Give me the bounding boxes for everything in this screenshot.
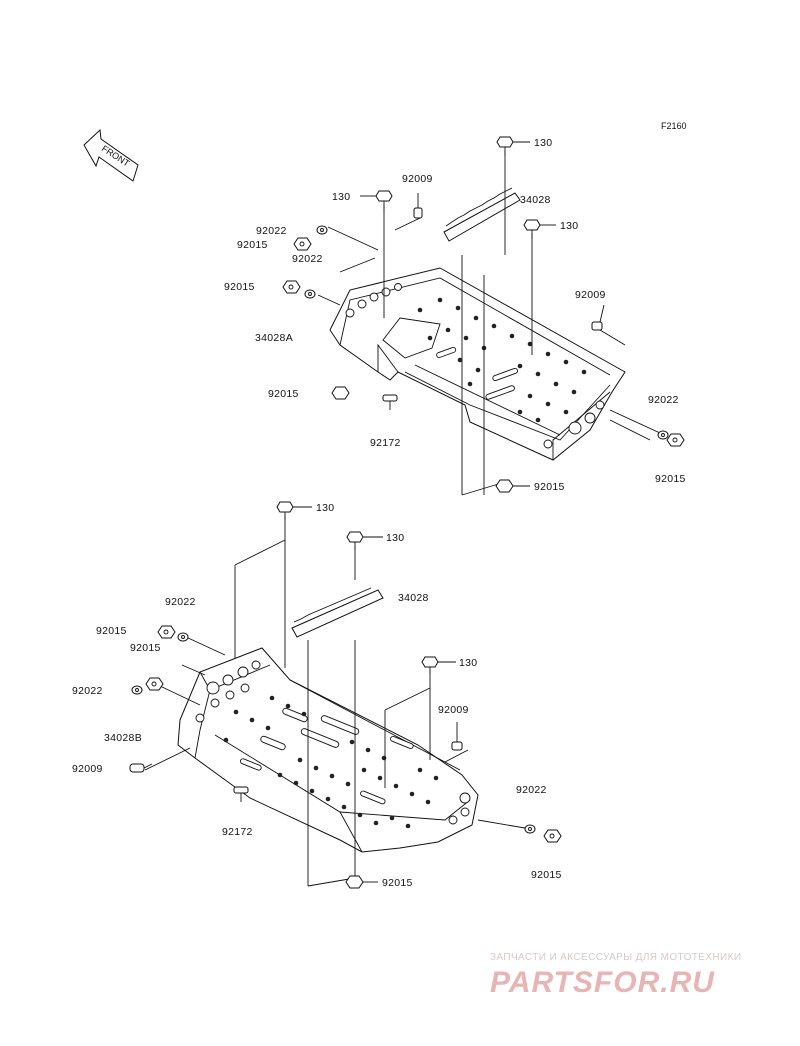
bottom-nut-92015-c-icon xyxy=(543,829,562,843)
bottom-label-plate-34028: 34028 xyxy=(398,592,429,604)
watermark-tagline: ЗАПЧАСТИ И АКСЕССУАРЫ ДЛЯ МОТОТЕХНИКИ xyxy=(490,952,741,963)
top-rivet-92009-b-icon xyxy=(591,304,605,331)
bottom-label-nut-92015-a: 92015 xyxy=(96,625,127,637)
bottom-nut-92015-a-icon xyxy=(157,625,176,639)
bottom-label-bolt-130-a: 130 xyxy=(316,502,334,514)
bottom-label-nut-92015-b: 92015 xyxy=(130,642,161,654)
top-label-washer-92022-a: 92022 xyxy=(256,225,287,237)
top-carrier-rivets xyxy=(417,297,587,423)
bottom-label-washer-92022-c: 92022 xyxy=(516,784,547,796)
top-label-rivet-92009-b: 92009 xyxy=(575,289,606,301)
bottom-assembly: 130 130 130 34028 34028B 92022 92022 920… xyxy=(72,501,562,889)
watermark: ЗАПЧАСТИ И АКСЕССУАРЫ ДЛЯ МОТОТЕХНИКИ PA… xyxy=(490,952,741,999)
watermark-brand: PARTSFOR.RU xyxy=(490,966,715,999)
top-nut-92015-b-icon xyxy=(282,280,301,294)
bottom-bolt-130-a-icon xyxy=(276,501,312,520)
bottom-bolt-130-c-icon xyxy=(421,656,456,674)
bottom-nut-92015-d-icon xyxy=(345,875,378,889)
bottom-plate-34028 xyxy=(291,587,384,638)
top-label-nut-92015-d: 92015 xyxy=(655,473,686,485)
top-carrier-34028A xyxy=(329,267,626,461)
bottom-leader-lines xyxy=(144,515,526,887)
bottom-washer-92022-b-icon xyxy=(131,685,143,695)
bottom-label-clip-92172: 92172 xyxy=(222,826,253,838)
bottom-washer-92022-a-icon xyxy=(177,632,189,642)
top-label-clip-92172: 92172 xyxy=(370,437,401,449)
bottom-hardware xyxy=(129,501,562,889)
top-label-carrier-34028A: 34028A xyxy=(255,332,293,344)
top-label-bolt-130-c: 130 xyxy=(560,220,578,232)
top-assembly: 130 130 130 92009 92009 34028 34028A 920… xyxy=(224,136,686,496)
bottom-clip-92172-icon xyxy=(233,786,249,802)
front-arrow-icon: FRONT xyxy=(83,128,139,182)
top-clip-92172-icon xyxy=(382,394,398,410)
top-leader-lines xyxy=(317,150,661,496)
top-washer-92022-c-icon xyxy=(657,430,669,440)
bottom-label-carrier-34028B: 34028B xyxy=(104,732,142,744)
bottom-label-bolt-130-c: 130 xyxy=(459,657,477,669)
top-label-rivet-92009-a: 92009 xyxy=(402,173,433,185)
top-label-plate-34028: 34028 xyxy=(520,194,551,206)
bottom-carrier-34028B xyxy=(177,647,479,853)
top-label-bolt-130-a: 130 xyxy=(534,137,552,149)
bottom-bolt-130-b-icon xyxy=(346,531,383,550)
bottom-label-nut-92015-d: 92015 xyxy=(382,877,413,889)
top-nut-92015-a-icon xyxy=(293,237,312,251)
top-label-washer-92022-b: 92022 xyxy=(292,253,323,265)
bottom-label-nut-92015-c: 92015 xyxy=(531,869,562,881)
top-nut-92015-d-icon xyxy=(666,433,685,447)
top-label-nut-92015-b: 92015 xyxy=(224,281,255,293)
bottom-label-washer-92022-a: 92022 xyxy=(165,596,196,608)
bottom-label-bolt-130-b: 130 xyxy=(386,532,404,544)
bottom-nut-92015-b-icon xyxy=(145,677,164,691)
top-plate-34028 xyxy=(443,187,521,242)
top-label-bolt-130-b: 130 xyxy=(332,191,350,203)
top-label-washer-92022-c: 92022 xyxy=(648,394,679,406)
top-bolt-130-a-icon xyxy=(496,136,530,156)
figure-code: F2160 xyxy=(661,121,687,131)
top-nut-92015-c-icon xyxy=(331,386,350,400)
top-bolt-130-b-icon xyxy=(360,190,393,210)
bottom-rivet-92009-b-icon xyxy=(451,722,463,751)
bottom-carrier-rivets xyxy=(223,695,439,829)
top-label-nut-92015-e: 92015 xyxy=(534,481,565,493)
top-label-nut-92015-c: 92015 xyxy=(268,388,299,400)
top-washer-92022-b-icon xyxy=(304,289,316,299)
top-bolt-130-c-icon xyxy=(523,219,556,239)
top-label-nut-92015-a: 92015 xyxy=(237,239,268,251)
top-hardware xyxy=(282,136,685,493)
top-rivet-92009-a-icon xyxy=(413,193,423,219)
bottom-label-washer-92022-b: 92022 xyxy=(72,685,103,697)
bottom-washer-92022-c-icon xyxy=(524,824,536,834)
top-washer-92022-a-icon xyxy=(316,225,328,235)
top-nut-92015-e-icon xyxy=(495,479,530,493)
bottom-label-rivet-92009-a: 92009 xyxy=(72,763,103,775)
bottom-rivet-92009-a-icon xyxy=(129,763,153,773)
bottom-label-rivet-92009-b: 92009 xyxy=(438,704,469,716)
